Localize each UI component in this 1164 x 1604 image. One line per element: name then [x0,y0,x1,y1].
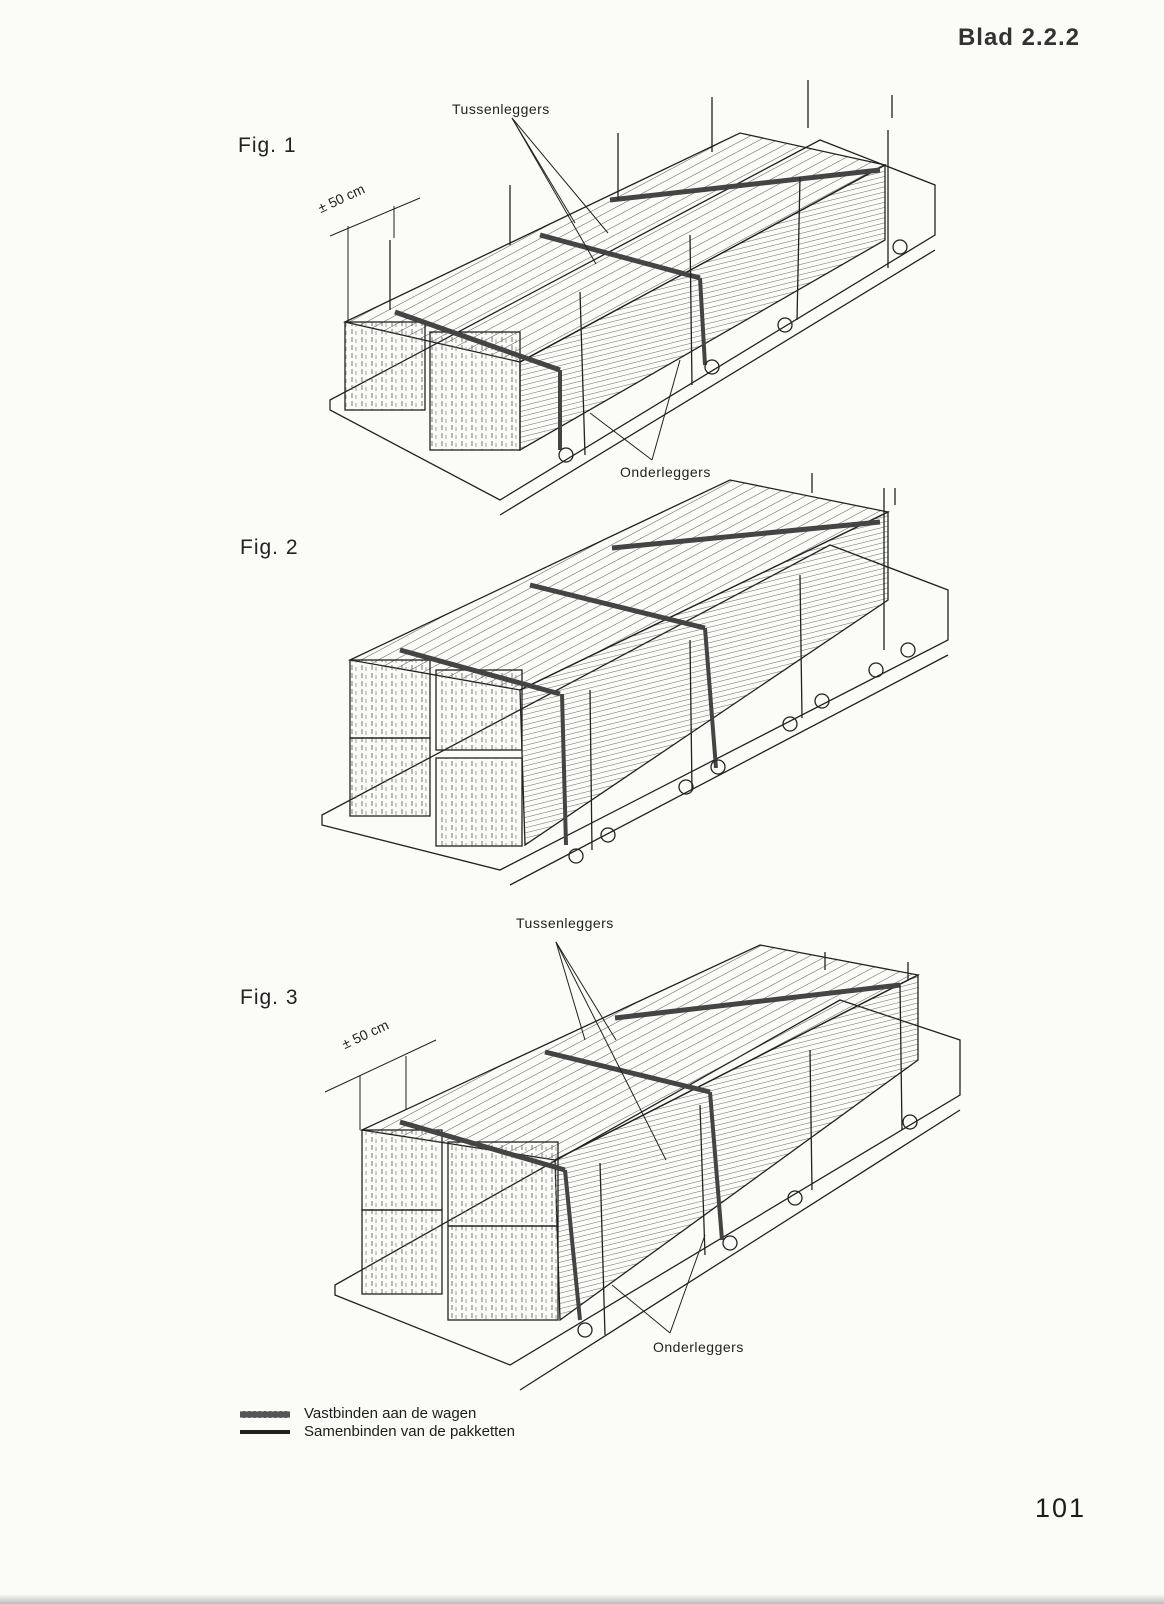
fig-3-stake [809,1049,813,1191]
fig-1-label: Fig. 1 [238,134,297,157]
fig-3-strap [708,1091,724,1241]
legend-text: Samenbinden van de pakketten [304,1423,515,1440]
fig-1-leader [511,117,597,265]
fig-3-ring [902,1114,918,1130]
fig-1-strap [394,309,561,373]
fig-2-ring [814,693,830,709]
fig-1-leader [651,359,681,461]
fig-2-stake [799,574,803,719]
fig-1-ring [777,317,793,333]
fig-2-end-face-bottom-right [435,757,523,847]
fig-1-stake [796,176,801,321]
fig-3-strap [544,1049,711,1095]
fig-2-ring [710,759,726,775]
fig-2-end-face-top-right [435,669,523,751]
fig-2-strap [399,647,561,697]
fig-3-stake [699,1104,706,1256]
fig-3-strap [614,982,901,1021]
fig-2-end-face-bottom-left [349,737,431,817]
fig-3-leader [669,1234,706,1334]
fig-2-strap [703,627,718,769]
fig-3-ring [787,1190,803,1206]
legend-row-band: Samenbinden van de pakketten [240,1423,515,1441]
fig-3-dimension-line [324,1039,437,1093]
legend-swatch-band [240,1430,290,1434]
fig-2-wagon-edge [509,654,949,886]
fig-3-leader [611,1284,671,1334]
fig-2-strap [560,693,568,846]
fig-3-tussenleggers-label: Tussenleggers [516,915,614,931]
fig-3-onderleggers-label: Onderleggers [653,1339,744,1355]
fig-1-stake [579,291,586,456]
fig-3-ring [577,1322,593,1338]
fig-2-stake [689,639,693,791]
fig-3-end-face-top-right [447,1141,559,1227]
fig-3-leader [555,941,617,1041]
fig-3-ring [722,1235,738,1251]
fig-2-drawing [321,473,949,886]
fig-3-end-face-bottom-left [361,1209,443,1295]
legend-row-heavy-strap: Vastbinden aan de wagen [240,1405,515,1423]
fig-1-strap [698,277,707,366]
page-number: 101 [1034,1493,1086,1523]
fig-2-load-side [519,510,889,847]
fig-2-ring [782,716,798,732]
fig-1-strap [609,167,881,203]
fig-1-ring [558,447,574,463]
fig-1-leader [589,412,653,461]
fig-1-wagon-edge [499,249,936,516]
fig-2-stake [589,689,593,851]
fig-3-stake [899,984,903,1131]
fig-2-label: Fig. 2 [240,536,299,559]
fig-2-ring [678,779,694,795]
fig-2-ring [868,662,884,678]
fig-3-leader [555,941,667,1161]
fig-1-leader [511,117,609,234]
fig-1-drawing [329,80,936,516]
fig-3-drawing [324,941,961,1391]
fig-3-end-face-bottom-right [447,1225,559,1321]
legend-text: Vastbinden aan de wagen [304,1405,477,1422]
fig-3-stake [599,1162,606,1336]
fig-3-leader [555,941,586,1041]
fig-3-strap [563,1169,582,1321]
fig-3-strap [399,1119,566,1173]
fig-2-ring [568,848,584,864]
fig-1-onderleggers-label: Onderleggers [620,464,711,480]
legend-swatch-heavy-strap [240,1410,290,1418]
fig-3-label: Fig. 3 [240,986,299,1009]
fig-2-end-face-top-left [349,659,431,739]
fig-2-strap [529,582,706,631]
fig-1-tussenleggers-label: Tussenleggers [452,101,550,117]
fig-1-ring [892,239,908,255]
fig-1-end-face-left [344,321,426,411]
fig-1-ring [704,359,720,375]
fig-1-stake [689,234,693,386]
legend: Vastbinden aan de wagen Samenbinden van … [240,1405,515,1441]
fig-3-wagon-edge [519,1109,961,1391]
fig-2-ring [600,827,616,843]
scan-edge [0,1594,1164,1604]
fig-1-dimension-line [329,197,421,237]
fig-1-strap [539,232,701,281]
fig-3-end-face-top-left [361,1129,443,1211]
fig-2-strap [611,519,881,551]
sheet-id: Blad 2.2.2 [957,24,1080,51]
fig-2-ring [900,642,916,658]
